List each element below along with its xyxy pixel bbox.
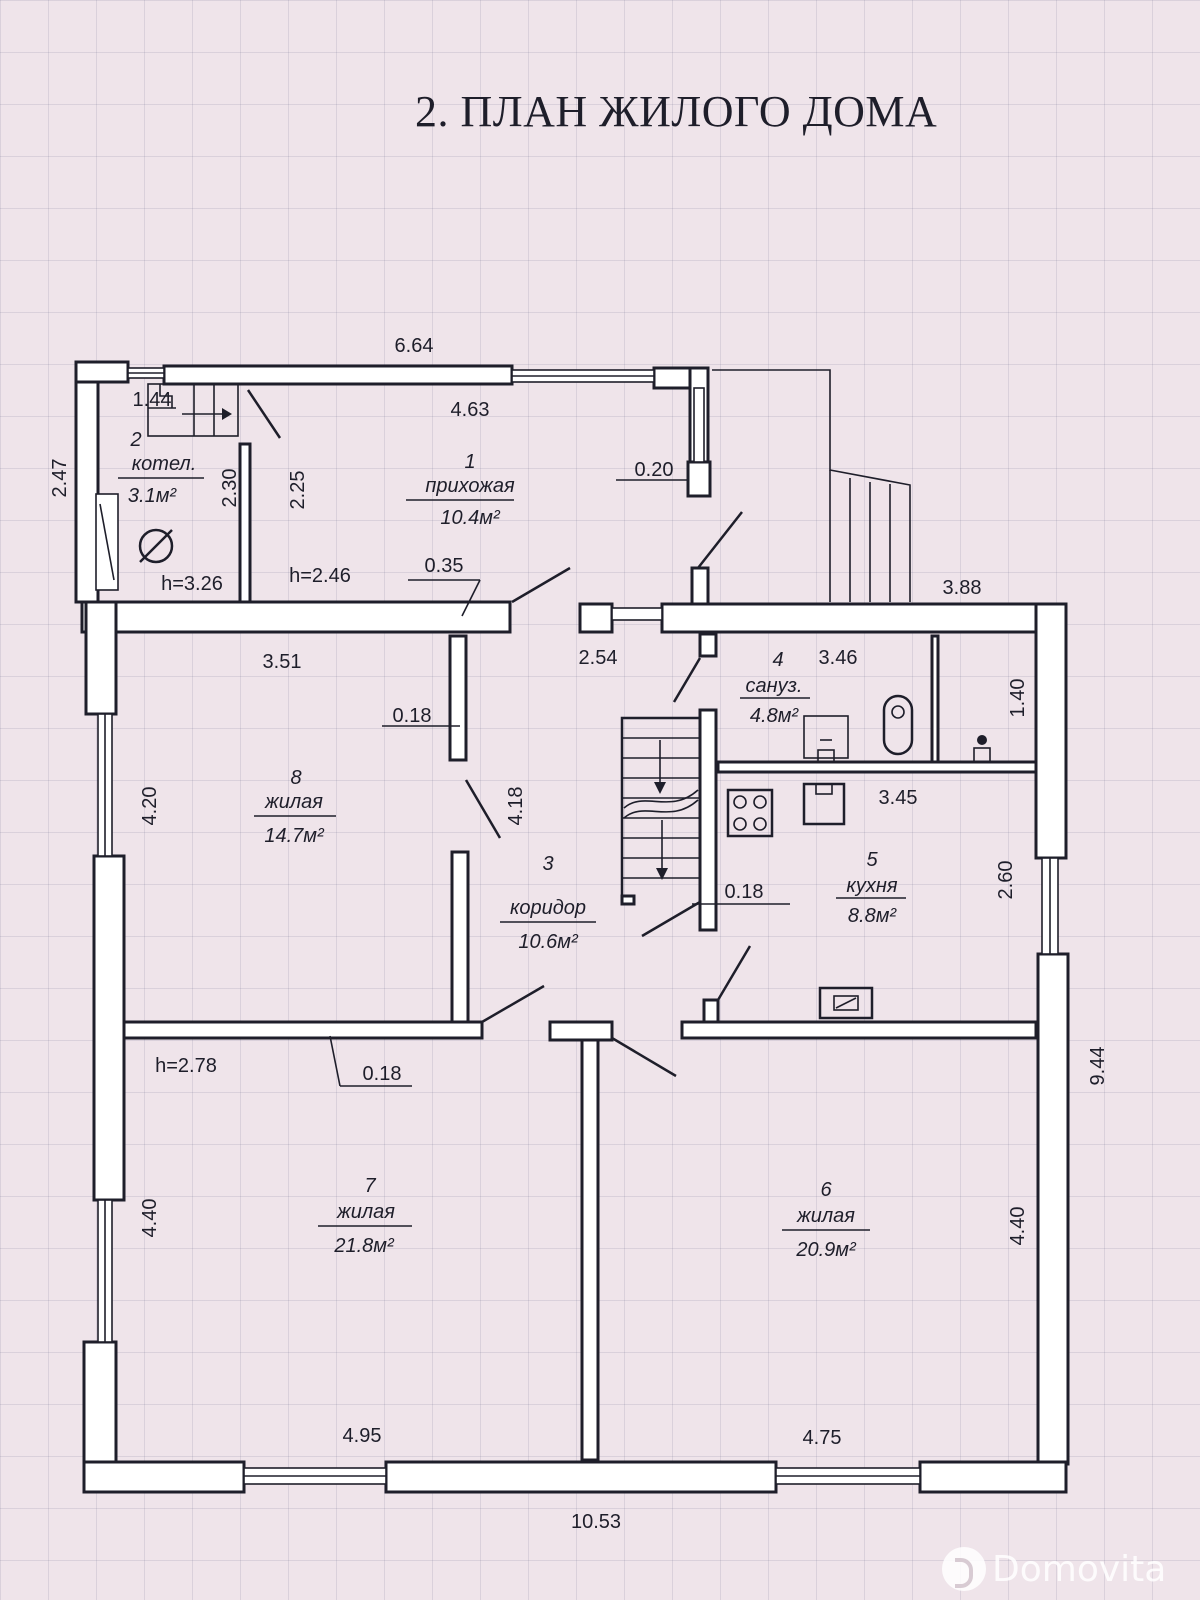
room-3-name: коридор xyxy=(510,897,586,919)
room-8-area: 14.7м² xyxy=(264,825,325,847)
bathroom-fixtures xyxy=(803,694,991,763)
watermark-text: Domovita xyxy=(992,1548,1167,1590)
dimension-labels: 6.64 4.63 1.44 2.47 2.30 2.25 0.20 0.35 … xyxy=(49,335,1109,1533)
room-7-name: жилая xyxy=(336,1201,395,1223)
dim-wall-018-b: 0.18 xyxy=(725,881,764,903)
dim-bath-width: 3.46 xyxy=(819,647,858,669)
dim-bottom-total: 10.53 xyxy=(571,1511,621,1533)
dim-wall-018-c: 0.18 xyxy=(363,1063,402,1085)
dim-kitchen-width: 3.45 xyxy=(879,787,918,809)
dim-wall-018-a: 0.18 xyxy=(393,705,432,727)
dim-bath-depth: 1.40 xyxy=(1007,679,1029,718)
dim-right-step: 3.88 xyxy=(943,577,982,599)
dim-right-total: 9.44 xyxy=(1087,1047,1109,1086)
dim-boiler-width: 1.44 xyxy=(133,389,172,411)
room-6-number: 6 xyxy=(820,1179,832,1201)
room-1-area: 10.4м² xyxy=(440,507,501,529)
room-2-name: котел. xyxy=(132,453,197,475)
dim-room6-width: 4.75 xyxy=(803,1427,842,1449)
dimension-leaders xyxy=(329,479,790,1087)
dim-left-top: 2.47 xyxy=(49,459,71,498)
dim-corridor-width: 2.54 xyxy=(579,647,618,669)
room-8-number: 8 xyxy=(290,767,301,789)
room-1-number: 1 xyxy=(464,451,475,473)
room-5-area: 8.8м² xyxy=(848,905,898,927)
room-8-name: жилая xyxy=(264,791,323,813)
dim-room8-depth-left: 4.20 xyxy=(139,787,161,826)
dim-hall-width: 4.63 xyxy=(451,399,490,421)
dim-hall-depth: 2.25 xyxy=(287,471,309,510)
height-hall: h=2.46 xyxy=(289,565,351,587)
dim-room8-depth-right: 4.18 xyxy=(505,787,527,826)
dim-room8-width: 3.51 xyxy=(263,651,302,673)
height-room7: h=2.78 xyxy=(155,1055,217,1077)
room-7-number: 7 xyxy=(364,1175,376,1197)
interior-walls xyxy=(122,442,1038,1462)
room-6-name: жилая xyxy=(796,1205,855,1227)
kitchen-fixtures xyxy=(726,782,874,1020)
room-6-area: 20.9м² xyxy=(795,1239,857,1261)
domovita-logo-icon xyxy=(942,1547,986,1591)
height-boiler: h=3.26 xyxy=(161,573,223,595)
dim-room6-depth: 4.40 xyxy=(1007,1207,1029,1246)
room-5-number: 5 xyxy=(866,849,878,871)
dim-kitchen-depth: 2.60 xyxy=(995,861,1017,900)
windows xyxy=(97,367,1059,1485)
door-swings xyxy=(246,389,752,1078)
boiler-stairs xyxy=(147,383,239,437)
room-2-area: 3.1м² xyxy=(128,485,178,507)
ceiling-heights: h=3.26 h=2.46 h=2.78 xyxy=(155,565,351,1077)
room-7-area: 21.8м² xyxy=(333,1235,395,1257)
room-4-number: 4 xyxy=(772,649,783,671)
room-1-name: прихожая xyxy=(425,475,515,497)
dim-wall-020: 0.20 xyxy=(635,459,674,481)
corridor-stairs xyxy=(620,716,700,906)
dim-wall-035: 0.35 xyxy=(425,555,464,577)
porch-outline xyxy=(712,369,911,602)
room-2-number: 2 xyxy=(129,429,141,451)
dim-room7-width: 4.95 xyxy=(343,1425,382,1447)
dim-boiler-depth: 2.30 xyxy=(219,469,241,508)
room-3-area: 10.6м² xyxy=(518,931,579,953)
room-4-area: 4.8м² xyxy=(750,705,800,727)
room-labels: 1 прихожая 10.4м² 2 котел. 3.1м² 3 корид… xyxy=(118,429,906,1261)
room-4-name: сануз. xyxy=(746,675,803,697)
room-3-number: 3 xyxy=(542,853,553,875)
watermark: Domovita xyxy=(942,1546,1166,1592)
room-5-name: кухня xyxy=(846,875,897,897)
dim-room7-depth: 4.40 xyxy=(139,1199,161,1238)
page-title: 2. ПЛАН ЖИЛОГО ДОМА xyxy=(415,87,938,136)
boiler-fixture xyxy=(95,493,174,591)
dim-top-total: 6.64 xyxy=(395,335,434,357)
exterior-walls xyxy=(74,360,1070,1494)
